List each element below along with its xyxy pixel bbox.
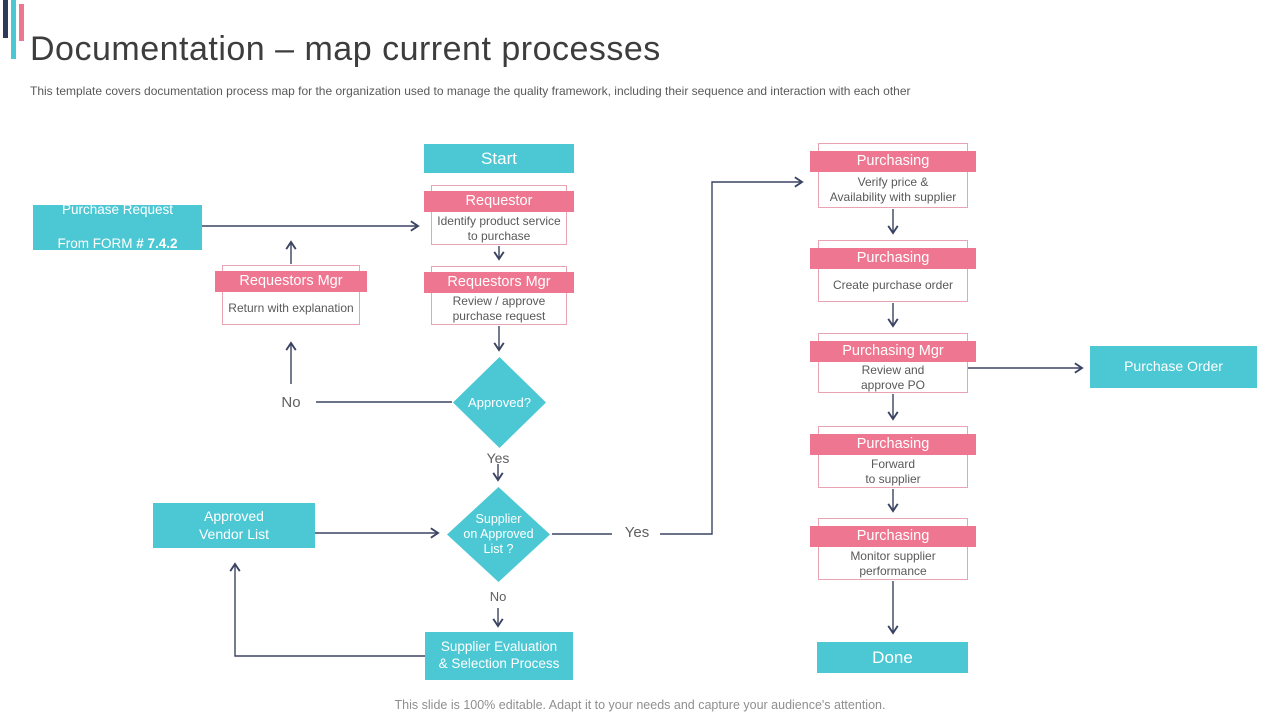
purchasing-mgr-header: Purchasing Mgr [810,341,976,362]
purchasing-forward-body: Forward to supplier [865,456,921,486]
requestors-mgr-return-body: Return with explanation [228,301,354,315]
purchasing-create-header: Purchasing [810,248,976,269]
requestor-body: Identify product service to purchase [437,213,561,243]
supplier-evaluation-node: Supplier Evaluation & Selection Process [425,632,573,680]
purchasing-forward-header: Purchasing [810,434,976,455]
purchasing-forward-box: Purchasing Forward to supplier [810,426,976,488]
start-node: Start [424,144,574,173]
done-node: Done [817,642,968,673]
purchasing-mgr-body: Review and approve PO [860,362,926,392]
label-yes-supplier: Yes [624,524,650,541]
purchase-request-node: Purchase Request From FORM # 7.4.2 [33,202,202,251]
requestor-box: Requestor Identify product service to pu… [424,185,574,245]
corner-bar-pink [19,4,24,41]
purchase-request-line1: Purchase Request [61,202,174,218]
page-title: Documentation – map current processes [30,30,661,68]
label-yes-approved: Yes [486,450,510,466]
requestors-mgr-return-box: Requestors Mgr Return with explanation [215,265,367,325]
footer-note: This slide is 100% editable. Adapt it to… [394,698,886,712]
requestors-mgr-review-header: Requestors Mgr [424,272,574,293]
corner-bar-teal [11,0,16,59]
purchasing-mgr-box: Purchasing Mgr Review and approve PO [810,333,976,393]
supplier-on-list-decision-diamond: Supplier on Approved List ? [447,487,550,582]
requestors-mgr-return-header: Requestors Mgr [215,271,367,292]
purchasing-create-box: Purchasing Create purchase order [810,240,976,302]
label-no-approved: No [281,394,301,411]
purchasing-monitor-body: Monitor supplier performance [850,548,936,578]
purchasing-verify-header: Purchasing [810,151,976,172]
purchasing-verify-box: Purchasing Verify price & Availability w… [810,143,976,208]
label-no-supplier: No [489,589,507,604]
purchase-request-line2: From FORM # 7.4.2 [57,236,177,253]
approved-vendor-list-node: Approved Vendor List [153,503,315,548]
purchasing-monitor-header: Purchasing [810,526,976,547]
requestors-mgr-review-body: Review / approve purchase request [452,294,546,323]
purchase-request-text: Purchase Request From FORM # 7.4.2 [57,185,177,269]
purchase-request-form-number: # 7.4.2 [136,235,178,251]
requestors-mgr-review-box: Requestors Mgr Review / approve purchase… [424,266,574,325]
purchasing-monitor-box: Purchasing Monitor supplier performance [810,518,976,580]
approved-decision-diamond: Approved? [453,357,546,448]
purchasing-create-body: Create purchase order [832,278,954,292]
purchase-request-line2-prefix: From FORM [57,235,137,251]
corner-bar-navy [3,0,8,38]
requestor-header: Requestor [424,191,574,212]
purchasing-verify-body: Verify price & Availability with supplie… [829,175,957,204]
purchase-order-node: Purchase Order [1090,346,1257,388]
page-subtitle: This template covers documentation proce… [30,84,911,98]
